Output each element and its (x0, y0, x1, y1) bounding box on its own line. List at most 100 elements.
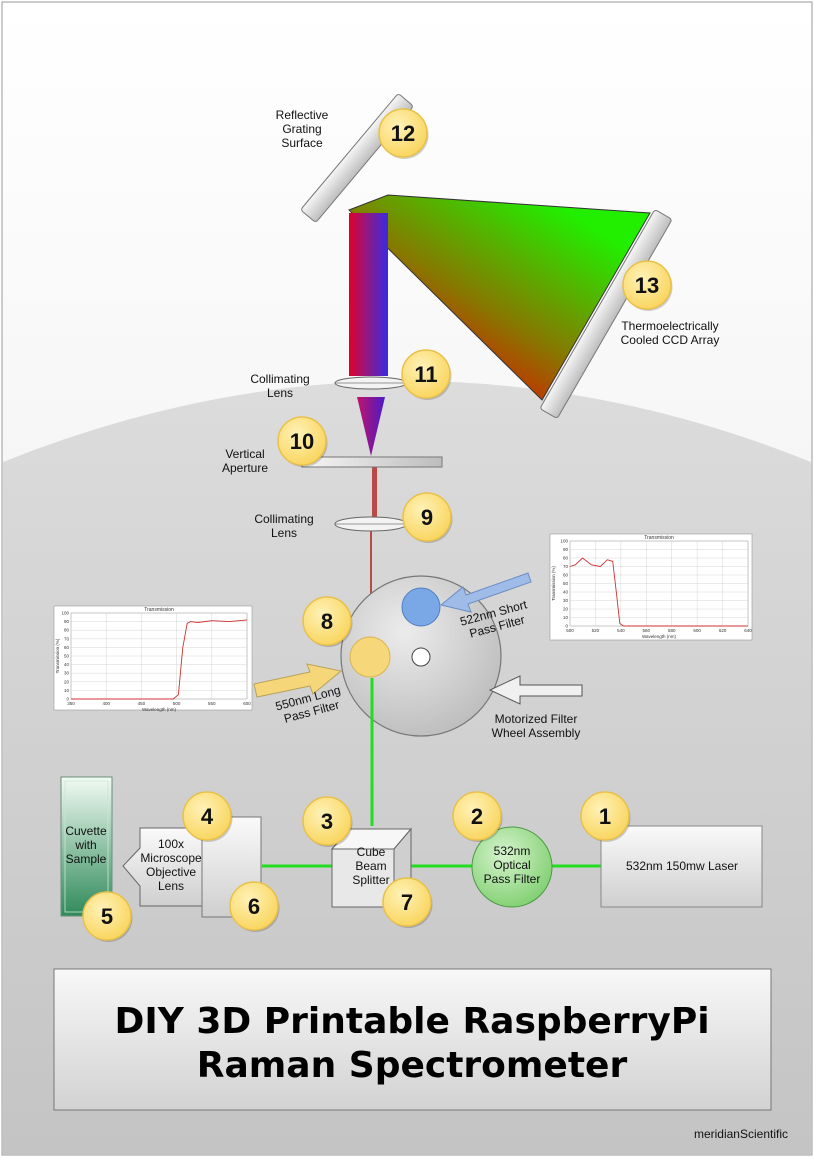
badge-number-1: 1 (599, 804, 611, 829)
x-tick-label: 350 (67, 701, 75, 706)
label-line: Pass Filter (484, 872, 541, 886)
badge-6: 6 (229, 881, 280, 932)
beam-segment-aperture (372, 457, 377, 517)
label-line: Grating (282, 122, 321, 136)
label-line: Surface (281, 136, 323, 150)
beam-segment-lower (370, 530, 372, 642)
x-tick-label: 620 (719, 628, 727, 633)
title-line-1: DIY 3D Printable RaspberryPi (114, 1001, 709, 1042)
badge-13: 13 (622, 260, 673, 311)
badge-number-11: 11 (414, 362, 437, 387)
badge-11: 11 (401, 349, 452, 400)
chart-title: Transmission (144, 607, 174, 613)
label-line: Sample (66, 852, 107, 866)
y-tick-label: 10 (563, 615, 569, 620)
y-tick-label: 80 (563, 556, 569, 561)
credit: meridianScientific (694, 1127, 788, 1141)
x-tick-label: 600 (243, 701, 251, 706)
transmission-curve (71, 619, 248, 700)
short-pass-filter (401, 587, 441, 627)
badge-number-7: 7 (401, 890, 413, 915)
badge-number-2: 2 (471, 804, 483, 829)
label-line: Cube (357, 845, 386, 859)
label-line: Collimating (250, 372, 309, 386)
label-line: 532nm 150mw Laser (626, 859, 738, 873)
y-tick-label: 40 (563, 590, 569, 595)
laser-unit (600, 825, 763, 908)
badge-3: 3 (302, 796, 353, 847)
focused-beam (357, 397, 385, 456)
label-line: Optical (493, 858, 530, 872)
title-box: DIY 3D Printable RaspberryPi Raman Spect… (53, 968, 772, 1111)
y-tick-label: 100 (560, 539, 568, 544)
badge-9: 9 (402, 492, 453, 543)
badge-number-3: 3 (321, 809, 333, 834)
x-tick-label: 400 (102, 701, 110, 706)
optical-pass-filter (471, 826, 553, 908)
y-tick-label: 40 (64, 662, 70, 667)
badge-10: 10 (277, 416, 328, 467)
x-tick-label: 520 (592, 628, 600, 633)
label-line: Cooled CCD Array (621, 333, 720, 347)
label-line: Lens (267, 386, 293, 400)
x-tick-label: 500 (173, 701, 181, 706)
arrow-long-pass (253, 663, 343, 698)
laser-beam (262, 678, 602, 868)
x-tick-label: 560 (643, 628, 651, 633)
label-line: Aperture (222, 461, 268, 475)
vertical-aperture (301, 456, 443, 468)
y-tick-label: 90 (64, 619, 70, 624)
x-tick-label: 550 (208, 701, 216, 706)
arrow-short-pass (439, 572, 532, 613)
label-line: Cuvette (65, 824, 107, 838)
wheel-hub (411, 647, 431, 667)
label-line: Reflective (276, 108, 329, 122)
x-tick-label: 540 (617, 628, 625, 633)
badge-12: 12 (378, 108, 429, 159)
label-line: Wheel Assembly (492, 726, 581, 740)
y-tick-label: 30 (64, 671, 70, 676)
y-tick-label: 0 (565, 624, 568, 629)
badge-number-5: 5 (101, 904, 113, 929)
title-line-2: Raman Spectrometer (197, 1045, 628, 1086)
arrow-wheel (488, 675, 583, 705)
y-tick-label: 20 (563, 607, 569, 612)
badge-8: 8 (302, 596, 353, 647)
chart-y-label: Transmission (%) (551, 566, 556, 601)
collimating-lens-9 (334, 516, 408, 532)
label-line: Vertical (225, 447, 264, 461)
y-tick-label: 10 (64, 688, 70, 693)
transmission-curve (569, 557, 748, 627)
badge-2: 2 (452, 791, 503, 842)
label-line: 532nm (494, 844, 531, 858)
label-line: Beam (355, 859, 386, 873)
y-tick-label: 60 (563, 573, 569, 578)
badge-4: 4 (182, 791, 233, 842)
badge-number-4: 4 (201, 804, 214, 829)
badge-number-10: 10 (290, 429, 314, 454)
y-tick-label: 80 (64, 628, 70, 633)
label-line: 100x (158, 837, 184, 851)
y-tick-label: 20 (64, 679, 70, 684)
y-tick-label: 50 (64, 654, 70, 659)
x-tick-label: 450 (138, 701, 146, 706)
label-component-1: 532nm 150mw Laser (626, 859, 738, 873)
long-pass-filter (349, 636, 391, 678)
label-line: Microscope (140, 851, 202, 865)
y-tick-label: 30 (563, 598, 569, 603)
chart-x-label: Wavelength (nm) (142, 707, 177, 712)
label-line: Splitter (352, 873, 389, 887)
